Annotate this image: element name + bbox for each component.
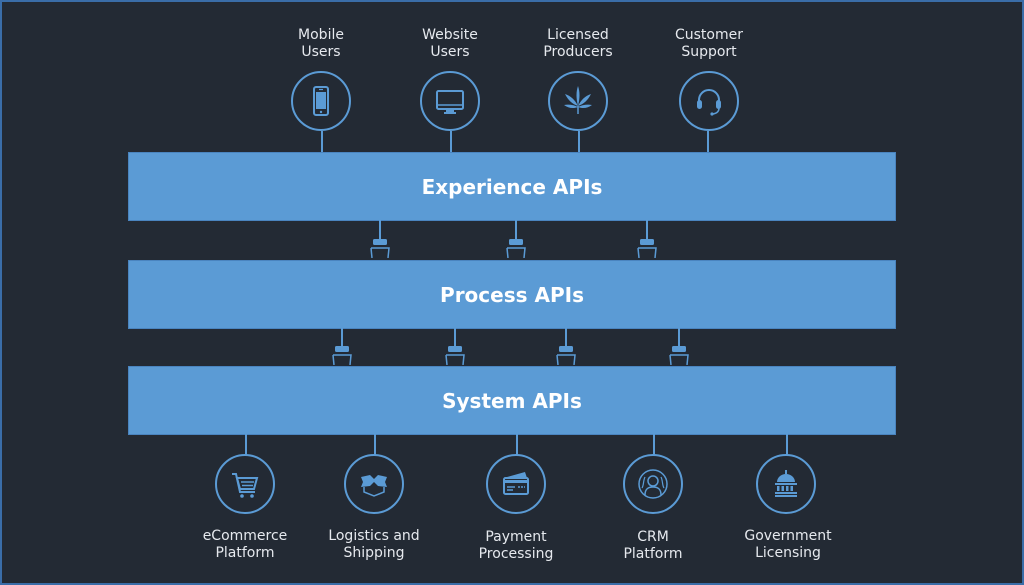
consumer-label: Mobile Users [298,27,344,60]
consumer-label: Website Users [422,27,478,60]
api-connector-plug [556,327,576,365]
connector-line [374,433,376,455]
user-profile-icon [638,469,668,499]
consumer-icon-circle [679,71,739,131]
system-apis-layer: System APIs [128,366,896,435]
consumer-icon-circle [420,71,480,131]
process-apis-layer: Process APIs [128,260,896,329]
open-box-icon [361,475,387,497]
system-icon-circle [756,454,816,514]
system-label: Payment Processing [478,529,554,562]
layer-label: Experience APIs [421,174,603,199]
api-connector-plug [445,327,465,365]
mobile-phone-icon [313,86,329,116]
capitol-building-icon [775,470,797,497]
api-connector-plug [669,327,689,365]
consumer-icon-circle [291,71,351,131]
system-icon-circle [344,454,404,514]
system-label: Government Licensing [744,528,832,561]
api-connector-plug [332,327,352,365]
layer-label: Process APIs [440,282,584,307]
system-icon-circle [623,454,683,514]
system-icon-circle [486,454,546,514]
system-label: CRM Platform [623,529,683,562]
connector-line [516,433,518,455]
api-connector-plug [637,220,657,258]
connector-line [653,433,655,455]
api-connector-plug [506,220,526,258]
api-connector-plug [370,220,390,258]
consumer-label: Licensed Producers [543,27,613,60]
layer-label: System APIs [442,388,582,413]
desktop-monitor-icon [436,90,464,114]
cannabis-leaf-icon [564,86,592,114]
connector-line [450,131,452,152]
connector-line [707,131,709,152]
connector-line [245,433,247,455]
system-icon-circle [215,454,275,514]
system-label: Logistics and Shipping [328,528,420,561]
headset-icon [697,89,721,116]
consumer-icon-circle [548,71,608,131]
connector-line [321,131,323,152]
system-label: eCommerce Platform [202,528,288,561]
connector-line [578,131,580,152]
consumer-label: Customer Support [674,27,743,60]
connector-line [786,433,788,455]
shopping-cart-icon [232,473,259,498]
experience-apis-layer: Experience APIs [128,152,896,221]
credit-card-icon [503,472,529,495]
